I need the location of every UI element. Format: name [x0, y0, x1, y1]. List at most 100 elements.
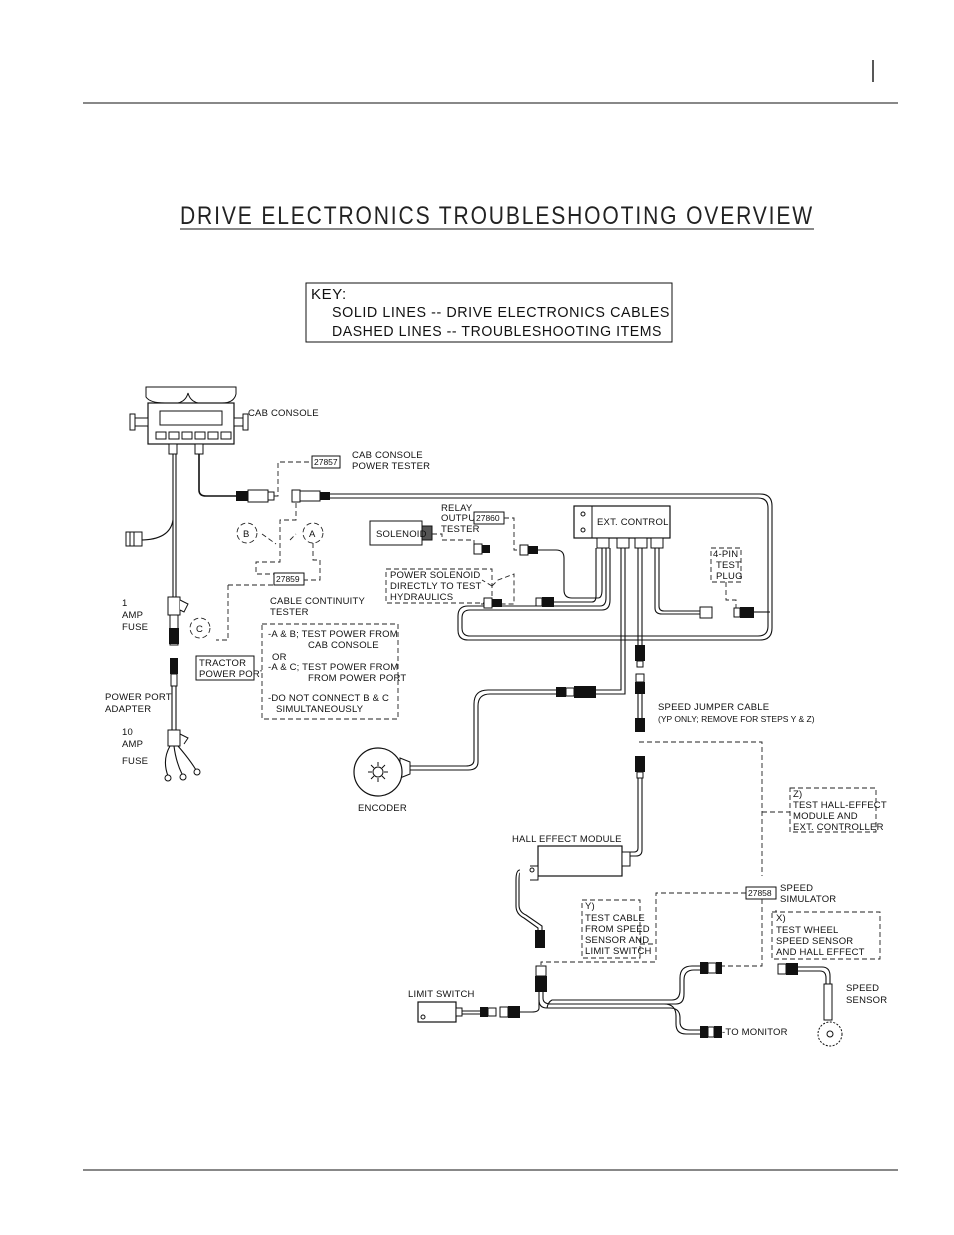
hall-input-cable [622, 778, 643, 857]
tractor-power-port-box [195, 655, 255, 681]
hall-cable-connector-top [635, 756, 645, 772]
step-z-2: TEST HALL-EFFECT [793, 800, 887, 811]
cab-console-label: CAB CONSOLE [248, 408, 319, 419]
test-note-6: -DO NOT CONNECT B & C [268, 693, 389, 704]
four-pin-plug-box [710, 547, 742, 583]
test-note-5: FROM POWER PORT [308, 673, 406, 684]
circle-c-label: C [196, 624, 203, 635]
cab-console [129, 386, 249, 455]
step-z-4: EXT. CONTROLLER [793, 822, 884, 833]
step-y-box [581, 899, 641, 959]
speed-jumper-cable-label: SPEED JUMPER CABLE [658, 702, 769, 713]
relay-output-tester-2: OUTPUT [441, 513, 481, 524]
limit-switch-label: LIMIT SWITCH [408, 989, 475, 1000]
one-amp-fuse-holder [167, 596, 189, 646]
speed-jumper-connector-top-b [635, 682, 645, 694]
speed-sensor-wheel [817, 1021, 843, 1047]
speed-sensor-connector [777, 963, 798, 975]
four-pin-connector-right [733, 607, 754, 618]
cab-console-power-tester-1: CAB CONSOLE [352, 450, 423, 461]
test-note-3: OR [272, 652, 287, 663]
hall-effect-module [529, 845, 631, 881]
relay-tester-lines [432, 517, 520, 551]
step-z-box [789, 787, 877, 833]
step-z-1: Z) [793, 789, 802, 800]
circle-c [189, 617, 211, 639]
encoder-cable [410, 689, 556, 771]
step-x-box [771, 911, 881, 960]
speed-sensor-body [823, 983, 833, 1021]
speed-simulator-2: SIMULATOR [780, 894, 836, 905]
one-amp-fuse-1: 1 [122, 598, 127, 609]
console-harness [172, 454, 177, 600]
four-pin-plug-1: 4-PIN [713, 549, 738, 560]
power-solenoid-2: DIRECTLY TO TEST [390, 581, 482, 592]
relay-output-tester-1: RELAY [441, 503, 473, 514]
encoder-feed-cable [596, 548, 626, 695]
power-solenoid-box [385, 568, 493, 604]
aux-connector [125, 531, 143, 547]
hall-output-connector [535, 930, 545, 948]
ext-control-label: EXT. CONTROL [597, 517, 669, 528]
solenoid-box [369, 520, 423, 546]
console-power-connector [236, 489, 275, 503]
hall-effect-module-label: HALL EFFECT MODULE [512, 834, 622, 845]
four-pin-plug-3: PLUG [716, 571, 743, 582]
step-y-1: Y) [585, 901, 595, 912]
circle-a [302, 522, 324, 544]
tractor-power-port-2: POWER PORT [199, 669, 266, 680]
power-solenoid-1: POWER SOLENOID [390, 570, 480, 581]
lower-harness-connector [535, 965, 547, 977]
ten-amp-fuse-1: 10 [122, 727, 133, 738]
lower-harness-trunk [538, 992, 552, 1009]
tester-27857-label: 27857 [314, 457, 338, 467]
relay-output-tester-3: TESTER [441, 524, 480, 535]
main-harness-connector [291, 489, 330, 503]
ten-amp-fuse-3: FUSE [122, 756, 148, 767]
speed-sensor-1: SPEED [846, 983, 879, 994]
circle-b-label: B [243, 529, 250, 540]
tester-27860-label: 27860 [476, 513, 500, 523]
step-x-2: TEST WHEEL [776, 925, 839, 936]
key-box [305, 282, 673, 343]
four-pin-plug-2: TEST [716, 560, 741, 571]
tester-a-b-lines [255, 503, 297, 575]
encoder [353, 747, 411, 797]
speed-cable-connector-1 [635, 645, 645, 661]
hall-cable-connector-top-b [636, 771, 644, 779]
limit-switch-connector [480, 1006, 520, 1018]
lower-harness-connector-b [535, 976, 547, 992]
tractor-power-port-1: TRACTOR [199, 658, 246, 669]
monitor-connector [700, 1026, 722, 1038]
speed-harness-connector [700, 962, 722, 974]
four-pin-cable [654, 548, 700, 615]
tester-27857-cable [274, 461, 312, 497]
four-pin-dash [725, 582, 737, 608]
speed-jumper-note: (YP ONLY; REMOVE FOR STEPS Y & Z) [658, 714, 815, 724]
step-y-lines [540, 892, 746, 968]
limit-switch-branch [520, 1000, 540, 1013]
speed-sensor-cable [798, 966, 831, 984]
step-y-3: FROM SPEED [585, 924, 650, 935]
solenoid-plug [473, 543, 490, 555]
page-title: DRIVE ELECTRONICS TROUBLESHOOTING OVERVI… [180, 202, 814, 230]
hall-output-cable [515, 869, 543, 930]
tester-27859-box [273, 572, 305, 586]
power-port-adapter [164, 658, 201, 782]
speed-cable-connector-1b [636, 660, 644, 668]
spare-plug-cable [554, 548, 597, 603]
circle-b [236, 522, 258, 544]
speed-cable-down [637, 548, 643, 645]
power-port-adapter-1: POWER PORT [105, 692, 172, 703]
encoder-label: ENCODER [358, 803, 407, 814]
relay-plug [519, 544, 538, 556]
console-aux-branch [139, 519, 174, 541]
step-z-lines [639, 741, 790, 876]
step-z-3: MODULE AND [793, 811, 858, 822]
solenoid-label: SOLENOID [376, 529, 427, 540]
solenoid-connector [421, 525, 433, 541]
relay-output-cable [538, 548, 603, 599]
encoder-connector [556, 686, 596, 698]
step-x-lines [720, 899, 777, 967]
